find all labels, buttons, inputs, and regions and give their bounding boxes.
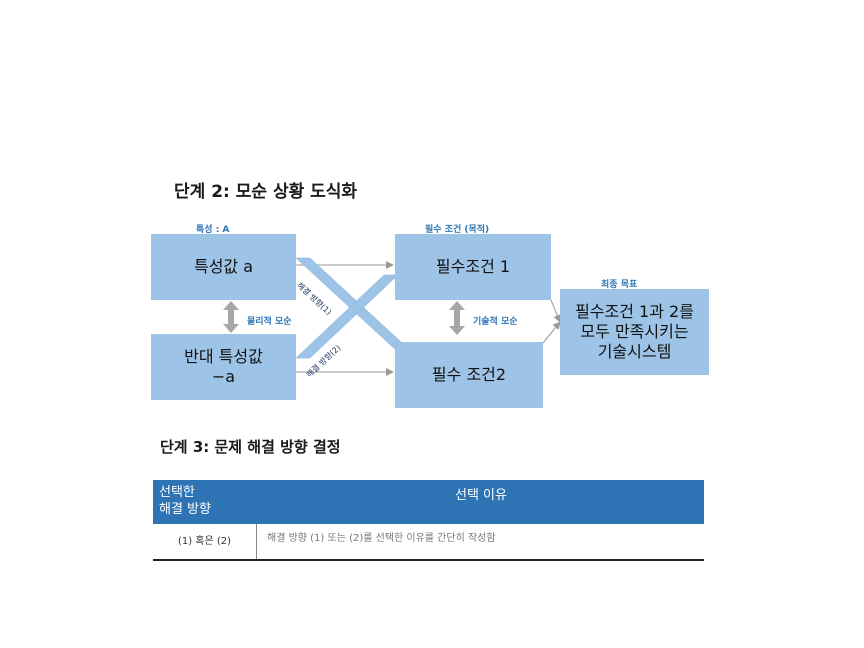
final-goal-line3: 기술시스템 — [597, 342, 672, 361]
trait-neg-a-box: 반대 특성값 −a — [151, 334, 296, 400]
step3-title: 단계 3: 문제 해결 방향 결정 — [160, 438, 341, 456]
header-reason: 선택 이유 — [257, 480, 704, 524]
trait-label: 특성 : A — [196, 225, 230, 235]
row-direction-cell: (1) 혹은 (2) — [153, 524, 257, 559]
final-goal-line2: 모두 만족시키는 — [580, 322, 689, 341]
trait-neg-a-line1: 반대 특성값 — [184, 347, 263, 366]
solution-band-2 — [295, 274, 399, 359]
header-selected-direction: 선택한 해결 방향 — [153, 480, 257, 524]
arrow-req1-to-goal — [550, 299, 562, 323]
trait-a-box: 특성값 a — [151, 234, 296, 300]
trait-neg-a-line2: −a — [211, 367, 236, 386]
requirement1-text: 필수조건 1 — [435, 257, 511, 276]
requirement1-box: 필수조건 1 — [395, 234, 551, 300]
requirement2-box: 필수 조건2 — [395, 342, 543, 408]
final-goal-label: 최종 목표 — [601, 280, 638, 290]
requirement2-text: 필수 조건2 — [431, 365, 507, 384]
final-goal-line1: 필수조건 1과 2를 — [575, 302, 694, 321]
row-reason-cell: 해결 방향 (1) 또는 (2)를 선택한 이유를 간단히 작성함 — [267, 533, 496, 544]
physical-contradiction-label: 물리적 모순 — [247, 317, 292, 327]
table-row: (1) 혹은 (2) 해결 방향 (1) 또는 (2)를 선택한 이유를 간단히… — [153, 524, 704, 561]
final-goal-box: 필수조건 1과 2를 모두 만족시키는 기술시스템 — [560, 289, 709, 375]
header-col1-line1: 선택한 — [159, 485, 195, 500]
technical-contradiction-label: 기술적 모순 — [473, 317, 518, 327]
requirement-label: 필수 조건 (목적) — [425, 225, 490, 235]
arrow-req2-to-goal — [542, 321, 561, 344]
header-col1-line2: 해결 방향 — [159, 502, 211, 517]
trait-a-text: 특성값 a — [193, 257, 254, 276]
table-header: 선택한 해결 방향 선택 이유 — [153, 480, 704, 524]
decision-table: 선택한 해결 방향 선택 이유 (1) 혹은 (2) 해결 방향 (1) 또는 … — [153, 480, 704, 561]
step2-title: 단계 2: 모순 상황 도식화 — [174, 182, 358, 202]
